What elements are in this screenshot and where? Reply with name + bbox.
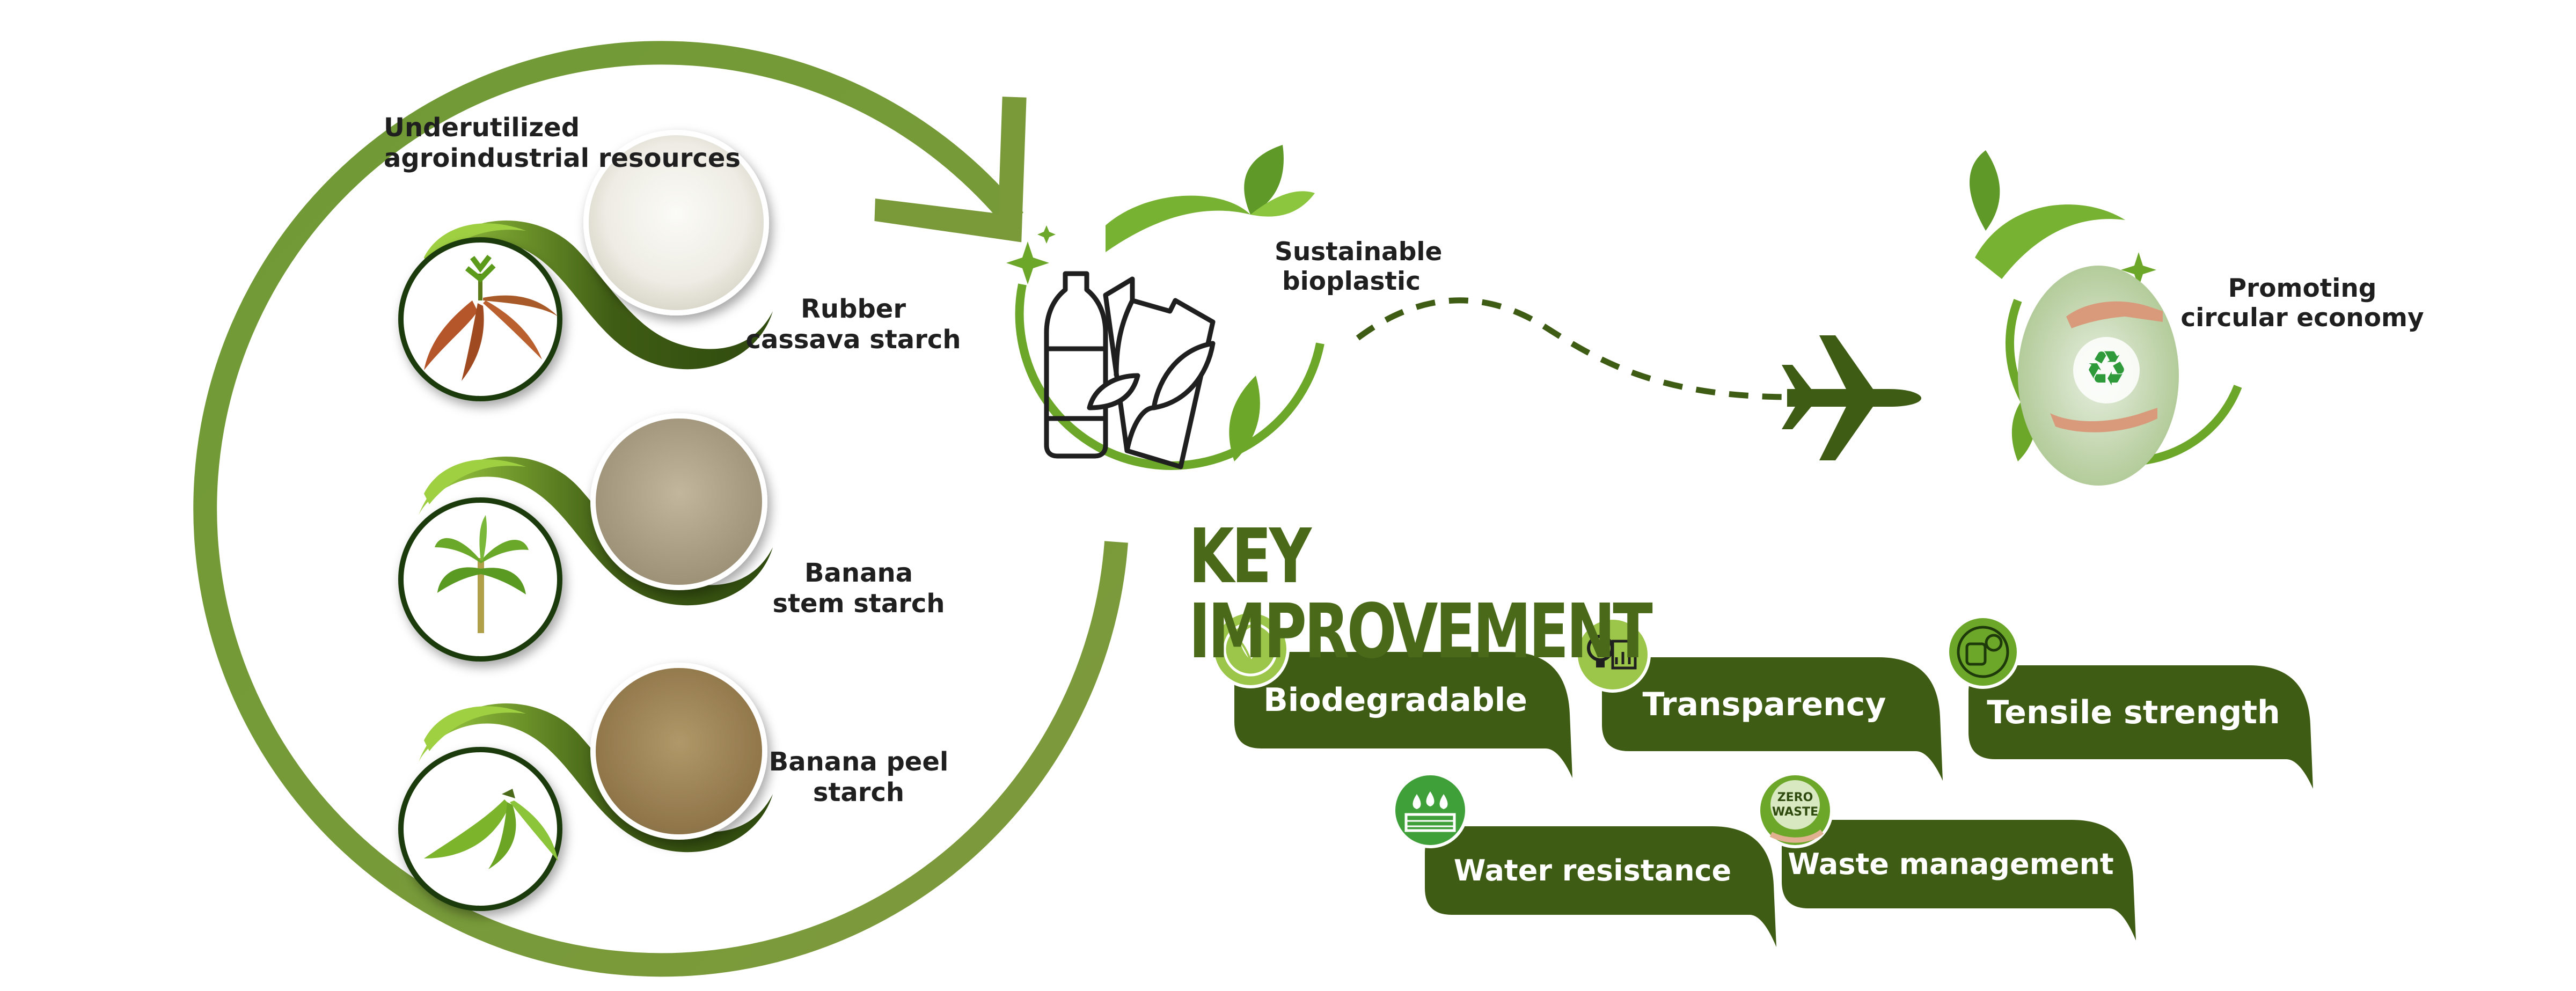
source-label-line1: Banana (804, 558, 913, 588)
source-label-cassava: Rubber cassava starch (741, 294, 966, 355)
source-label-banana-stem: Banana stem starch (751, 558, 966, 619)
source-label-banana-peel: Banana peel starch (751, 747, 966, 808)
improvement-biodegradable: Biodegradable (1263, 681, 1527, 719)
recycle-hands-icon: ♻ (2018, 266, 2179, 486)
resources-title: Underutilized agroindustrial resources (384, 113, 741, 173)
flight-path (1356, 297, 1921, 460)
cycle-arrow (193, 41, 1128, 977)
water-drops-icon (1392, 772, 1468, 848)
key-improvement-title: KEY IMPROVEMENT (1189, 513, 1653, 676)
source-banana-peel (398, 663, 773, 911)
source-cassava (398, 130, 773, 401)
source-label-line1: Banana peel (769, 747, 949, 777)
cassava-root-icon (424, 254, 558, 381)
outcome-label-line2: circular economy (2180, 303, 2424, 333)
circular-economy-emblem: ♻ (1970, 150, 2242, 486)
bioplastic-emblem (1006, 145, 1324, 470)
leaf-badge-icon (1211, 610, 1290, 688)
svg-text:WASTE: WASTE (1772, 805, 1818, 819)
improvement-water-resistance: Water resistance (1453, 854, 1732, 887)
fist-gear-icon (1946, 615, 2020, 689)
product-label: Sustainable bioplastic (1275, 237, 1468, 297)
source-label-line2: cassava starch (745, 324, 961, 355)
banana-peel-icon (424, 789, 558, 869)
svg-text:♻: ♻ (2085, 341, 2128, 397)
source-banana-stem (398, 413, 773, 662)
product-label-line1: Sustainable (1275, 237, 1443, 267)
banana-tree-icon (435, 515, 529, 633)
source-label-line2: stem starch (772, 588, 945, 619)
svg-text:ZERO: ZERO (1777, 791, 1813, 804)
source-label-line1: Rubber (800, 294, 906, 324)
outcome-label-line1: Promoting (2228, 274, 2377, 303)
bioplastic-bottle-bag-icon (1044, 271, 1216, 469)
outcome-label: Promoting circular economy (2179, 274, 2426, 333)
lightbulb-chart-icon (1575, 616, 1651, 693)
sparkle-icon (1006, 225, 1056, 284)
improvement-transparency: Transparency (1642, 685, 1886, 723)
zero-waste-icon: ZERO WASTE (1757, 772, 1833, 848)
improvement-tensile-strength: Tensile strength (1987, 693, 2280, 731)
pill-shapes (1234, 652, 2313, 947)
source-label-line2: starch (813, 777, 905, 808)
improvement-waste-management: Waste management (1788, 847, 2114, 881)
airplane-icon (1782, 335, 1921, 460)
product-label-line2: bioplastic (1282, 267, 1421, 297)
